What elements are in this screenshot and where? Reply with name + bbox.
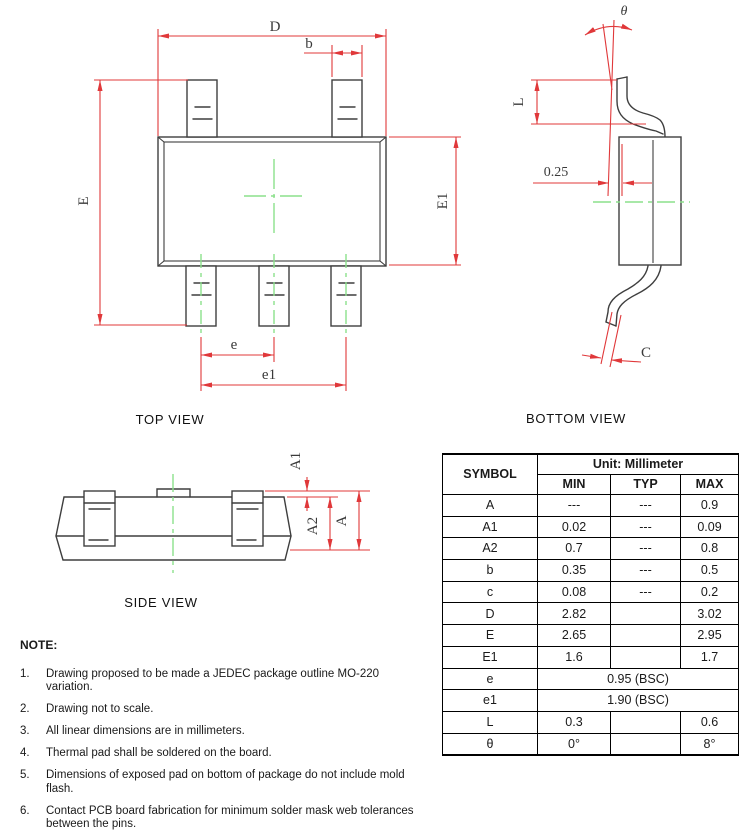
typ-header: TYP — [610, 474, 681, 495]
dim-label-E: E — [76, 196, 92, 205]
dimension-b: b — [304, 36, 363, 77]
dimension-e1: e1 — [201, 367, 346, 388]
bottom-view-body — [618, 136, 682, 266]
dimension-gauge: 0.25 — [533, 144, 652, 196]
note-item: 1.Drawing proposed to be made a JEDEC pa… — [20, 667, 380, 694]
dim-label-C: C — [641, 345, 651, 361]
dim-label-theta: θ — [621, 4, 628, 19]
notes-section: NOTE: 1.Drawing proposed to be made a JE… — [20, 638, 422, 838]
dimension-E: E — [76, 79, 188, 326]
dim-label-E1: E1 — [435, 193, 451, 210]
top-view-caption: TOP VIEW — [136, 412, 205, 427]
side-view-lead-left — [83, 490, 116, 547]
bottom-view-caption: BOTTOM VIEW — [526, 411, 626, 426]
dimension-e: e — [200, 337, 347, 391]
dim-label-D: D — [270, 19, 281, 35]
top-pin-left — [186, 79, 218, 138]
dim-label-b: b — [305, 36, 313, 52]
dim-label-A1: A1 — [288, 452, 304, 470]
dimension-E1: E1 — [389, 136, 461, 266]
top-view-drawing: D b E E1 e e1 TOP VIEW — [76, 19, 461, 427]
side-view-caption: SIDE VIEW — [124, 595, 198, 610]
dimension-theta: θ — [584, 4, 633, 197]
note-item: 6.Contact PCB board fabrication for mini… — [20, 804, 414, 831]
upper-lead — [616, 76, 666, 138]
symbol-header: SYMBOL — [442, 453, 538, 495]
dim-label-A2: A2 — [305, 517, 321, 535]
dimension-A1: A1 — [265, 452, 370, 511]
side-view-drawing: A1 A2 A SIDE VIEW — [55, 452, 370, 610]
max-header: MAX — [679, 474, 740, 495]
bottom-view-drawing: θ L 0.25 — [511, 4, 690, 426]
dim-label-gauge: 0.25 — [544, 165, 569, 180]
dim-label-e1: e1 — [262, 367, 276, 383]
dimension-D: D — [157, 19, 387, 136]
dimensions-table: SYMBOL Unit: Millimeter MIN TYP MAX A---… — [442, 453, 740, 757]
unit-header: Unit: Millimeter — [536, 453, 740, 475]
dimension-L: L — [511, 79, 646, 125]
note-item: 4.Thermal pad shall be soldered on the b… — [20, 747, 272, 759]
dim-label-L: L — [511, 97, 527, 106]
side-view-lead-right — [231, 490, 264, 547]
note-item: 3.All linear dimensions are in millimete… — [20, 725, 245, 737]
dimension-A: A — [334, 491, 362, 550]
note-item: 2.Drawing not to scale. — [20, 703, 154, 715]
dimension-C: C — [581, 311, 651, 368]
centerlines — [200, 159, 347, 334]
dim-label-e: e — [231, 337, 238, 353]
note-item: 5.Dimensions of exposed pad on bottom of… — [20, 769, 405, 795]
table-row: A------0.9 — [442, 494, 740, 517]
min-header: MIN — [537, 474, 611, 495]
top-pin-right — [331, 79, 363, 138]
lower-lead — [605, 265, 662, 327]
notes-title: NOTE: — [20, 638, 58, 652]
dim-label-A: A — [334, 515, 350, 526]
dimension-A2: A2 — [290, 497, 370, 551]
